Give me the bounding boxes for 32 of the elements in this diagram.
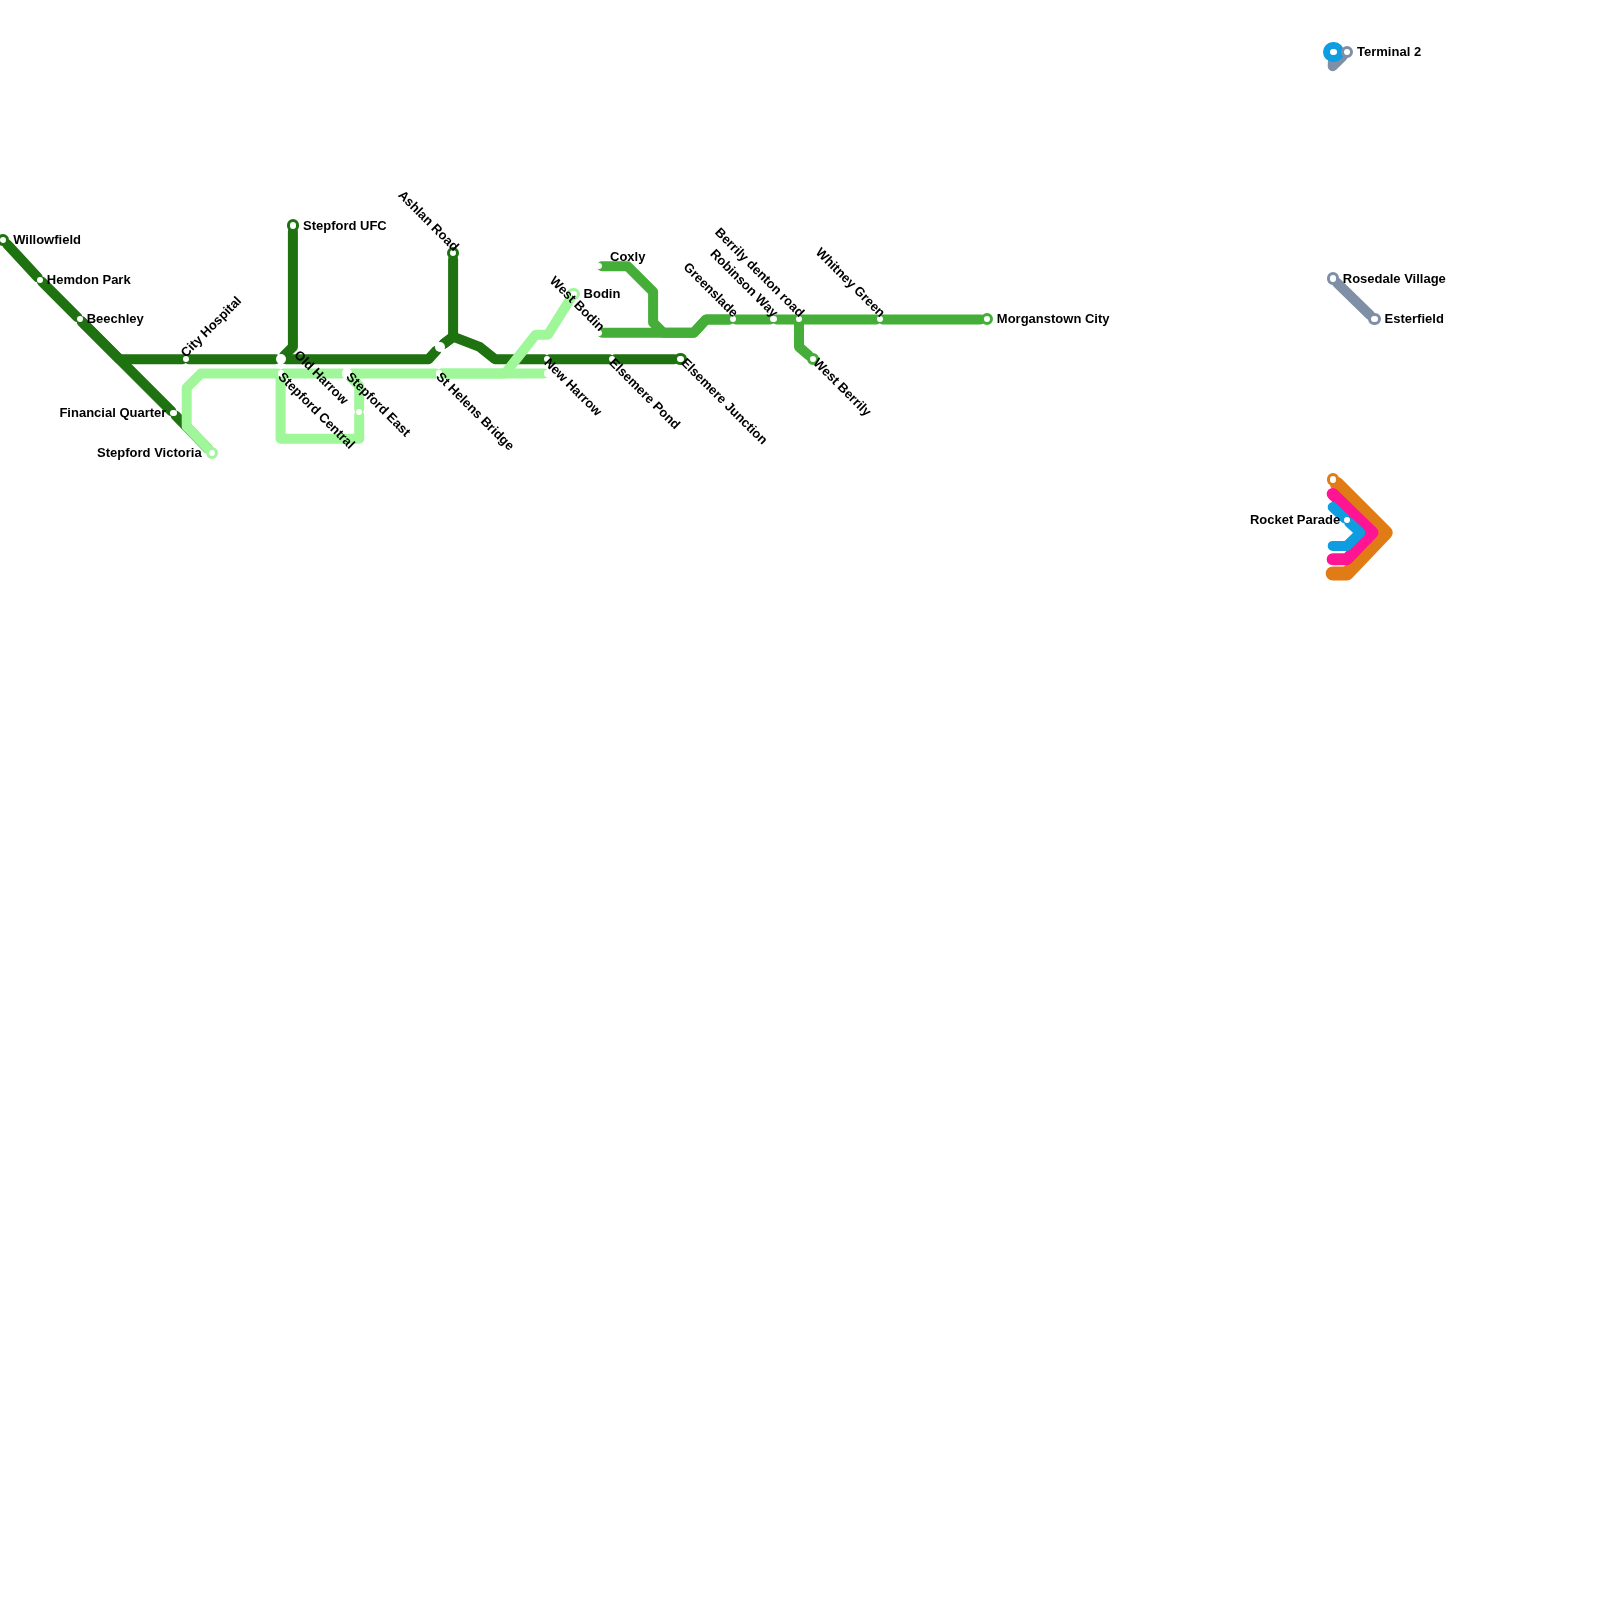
station-name: Terminal 2 — [1357, 44, 1422, 60]
station-name: Bodin — [583, 285, 621, 301]
station-name: Rocket Parade — [1249, 512, 1341, 528]
station-name: Rosedale Village — [1342, 270, 1446, 286]
route-line — [730, 314, 776, 325]
route-line — [1332, 277, 1376, 321]
route-line — [1327, 502, 1350, 524]
station-marker — [543, 370, 550, 377]
route-line — [37, 276, 83, 323]
station-name: Stepford UFC — [302, 217, 387, 233]
station-marker — [1326, 473, 1339, 486]
station-name: Esterfield — [1384, 311, 1444, 327]
station-name: Stepford Victoria — [97, 445, 202, 461]
route-line — [545, 354, 615, 365]
station-name: Beechley — [86, 311, 144, 327]
station-name: Hemdon Park — [46, 271, 131, 287]
station-name: Willowfield — [13, 231, 81, 247]
route-line — [181, 368, 283, 454]
route-line — [436, 294, 576, 379]
station-marker — [434, 341, 445, 353]
route-line — [438, 331, 549, 365]
station-marker — [1323, 41, 1344, 63]
station-name: Morganstown City — [996, 311, 1110, 327]
route-line — [1327, 517, 1366, 551]
route-line — [76, 316, 177, 417]
station-name: Coxly — [610, 249, 646, 265]
route-line — [183, 354, 281, 365]
route-line — [597, 261, 735, 338]
station-marker — [356, 409, 363, 416]
station-name: Financial Quarter — [59, 405, 167, 421]
route-line — [1325, 476, 1393, 581]
route-line — [2, 239, 43, 283]
